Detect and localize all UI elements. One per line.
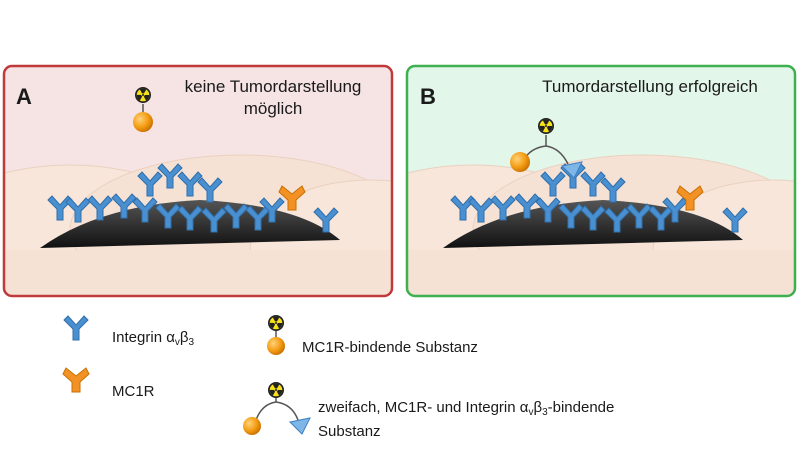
panel-a — [2, 64, 394, 298]
panel-a-caption: keine Tumordarstellung möglich — [160, 76, 386, 120]
panel-b-tissue — [407, 154, 795, 296]
panel-a-caption-line1: keine Tumordarstellung — [184, 77, 362, 96]
legend-mono-ligand-label: MC1R-bindende Substanz — [302, 339, 478, 356]
legend-integrin-label: Integrin αvβ3 — [112, 328, 194, 352]
panel-a-letter: A — [16, 84, 32, 109]
legend-integrin-sub1: v — [174, 337, 180, 348]
legend-ligand-ball — [243, 417, 261, 435]
legend-wedge-icon — [289, 417, 311, 435]
legend-dual-ligand-line1: zweifach, MC1R- und Integrin αvβ3-binden… — [318, 398, 788, 422]
panel-a-caption-line2: möglich — [243, 99, 303, 118]
panel-b — [405, 64, 797, 298]
legend-integrin-beta: β — [179, 329, 189, 346]
panel-b-caption: Tumordarstellung erfolgreich — [542, 77, 758, 96]
panel-b-border — [405, 64, 797, 298]
panel-b-dual-ligand — [510, 117, 583, 179]
legend-dual-text-pre: zweifach, MC1R- und Integrin α — [318, 399, 529, 416]
legend-mc1r-icon — [62, 367, 90, 393]
ligand-ball — [510, 152, 530, 172]
legend-radioactive-icon — [268, 314, 284, 331]
ligand-ball — [133, 112, 153, 132]
legend-dual-beta: β — [533, 399, 543, 416]
panel-a-tissue — [4, 154, 392, 296]
legend-integrin-sub2: 3 — [188, 337, 195, 348]
panel-b-letter: B — [420, 84, 436, 109]
legend-integrin-text: Integrin α — [112, 329, 175, 346]
legend-dual-sub1: v — [528, 407, 534, 418]
legend-dual-ligand-label: zweifach, MC1R- und Integrin αvβ3-binden… — [318, 398, 788, 441]
legend-symbols — [62, 314, 311, 435]
legend-dual-text-post: -bindende — [547, 399, 615, 416]
panel-a-border — [2, 64, 394, 298]
legend-ligand-ball — [267, 337, 285, 355]
legend-dual-ligand-line2: Substanz — [318, 423, 381, 440]
panel-a-mono-ligand — [133, 86, 153, 132]
legend-radioactive-icon — [268, 381, 284, 398]
legend-mc1r-label: MC1R — [112, 383, 155, 400]
legend-dual-sub2: 3 — [542, 407, 548, 418]
legend-integrin-icon — [63, 315, 89, 341]
